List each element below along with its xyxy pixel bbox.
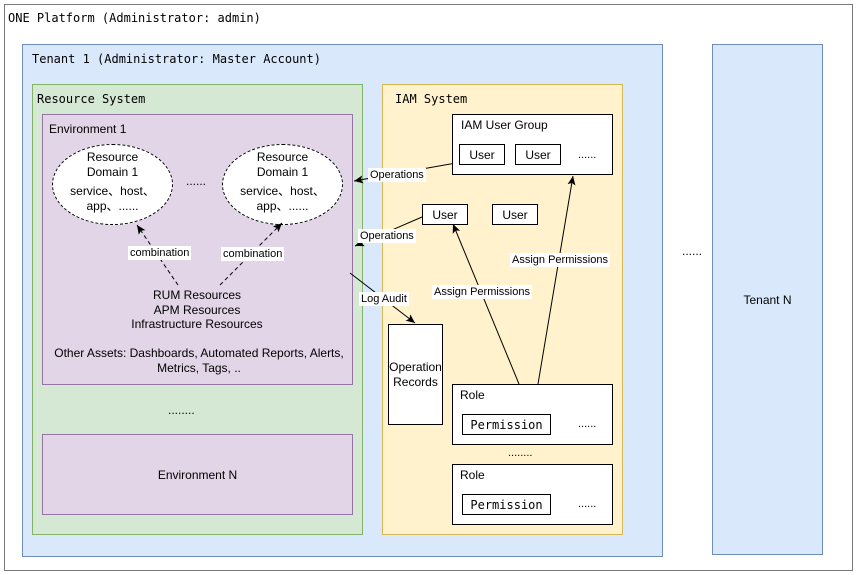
standalone-user-2[interactable]: User: [492, 204, 538, 225]
tenant-ellipsis: ......: [682, 244, 703, 258]
operations-label-2: Operations: [358, 229, 416, 243]
role-1-ellipsis: ......: [578, 418, 597, 430]
iam-system-title: IAM System: [395, 92, 468, 106]
combination-label-2: combination: [221, 247, 285, 261]
environment-n-container: Environment N: [42, 434, 353, 515]
tenant-n-container: Tenant N: [712, 44, 823, 555]
operations-label-1: Operations: [368, 168, 426, 182]
resource-list: RUM Resources APM Resources Infrastructu…: [100, 288, 294, 332]
environment-1-title: Environment 1: [49, 122, 127, 136]
resource-domain-2-name-line2: Domain 1: [256, 165, 309, 179]
resource-domain-1-name-line1: Resource: [86, 150, 139, 164]
combination-label-1: combination: [128, 246, 192, 260]
user-group-user-1-label: User: [469, 147, 495, 162]
role-ellipsis: ........: [508, 447, 533, 459]
role-1-title: Role: [460, 388, 485, 402]
resource-item-apm: APM Resources: [153, 302, 241, 317]
tenant-n-title: Tenant N: [743, 292, 792, 307]
environment-n-title: Environment N: [157, 467, 238, 482]
domain-ellipsis: ......: [186, 174, 207, 188]
resource-domain-1-items-line2: app、......: [86, 199, 139, 213]
other-assets-line2: Metrics, Tags, ..: [157, 360, 241, 375]
role-2-permission-label: Permission: [470, 497, 543, 512]
other-assets-line1: Other Assets: Dashboards, Automated Repo…: [54, 346, 344, 360]
assign-permissions-label-2: Assign Permissions: [510, 253, 610, 267]
resource-system-title: Resource System: [37, 92, 146, 106]
standalone-user-2-label: User: [502, 207, 528, 222]
resource-domain-2-items-line1: service、host、: [240, 184, 325, 198]
other-assets: Other Assets: Dashboards, Automated Repo…: [46, 346, 352, 375]
role-1-permission[interactable]: Permission: [462, 414, 551, 435]
resource-domain-2-name-line1: Resource: [256, 150, 309, 164]
resource-item-rum: RUM Resources: [152, 288, 242, 302]
resource-domain-2-text: Resource Domain 1 service、host、 app、....…: [222, 150, 343, 214]
standalone-user-1-label: User: [432, 207, 458, 222]
user-group-user-2-label: User: [525, 147, 551, 162]
resource-domain-2-items-line2: app、......: [256, 199, 309, 213]
standalone-user-1[interactable]: User: [422, 204, 468, 225]
resource-item-infrastructure: Infrastructure Resources: [131, 317, 263, 331]
assign-permissions-arrow-2: [537, 175, 576, 385]
resource-domain-ellipse-2: [222, 144, 343, 225]
iam-user-group-title: IAM User Group: [461, 118, 548, 132]
role-1-permission-label: Permission: [470, 417, 543, 432]
operation-records: Operation Records: [388, 324, 443, 425]
operation-records-line2: Records: [393, 374, 438, 389]
role-2-permission[interactable]: Permission: [462, 494, 551, 515]
user-group-user-2[interactable]: User: [515, 144, 561, 165]
environment-ellipsis: ........: [168, 403, 195, 417]
role-2-ellipsis: ......: [578, 498, 597, 510]
role-2-title: Role: [460, 468, 485, 482]
user-group-user-1[interactable]: User: [459, 144, 505, 165]
platform-title: ONE Platform (Administrator: admin): [8, 11, 261, 25]
assign-permissions-arrow-1: [452, 223, 520, 385]
tenant-1-title: Tenant 1 (Administrator: Master Account): [32, 52, 321, 66]
resource-domain-ellipse-1: [52, 144, 173, 225]
user-group-ellipsis: ......: [578, 149, 597, 161]
operation-records-line1: Operation: [389, 359, 442, 374]
resource-domain-1-text: Resource Domain 1 service、host、 app、....…: [52, 150, 173, 214]
assign-permissions-label-1: Assign Permissions: [432, 285, 532, 299]
resource-domain-1-items-line1: service、host、: [70, 184, 155, 198]
resource-domain-1-name-line2: Domain 1: [86, 165, 139, 179]
log-audit-label: Log Audit: [359, 292, 409, 306]
